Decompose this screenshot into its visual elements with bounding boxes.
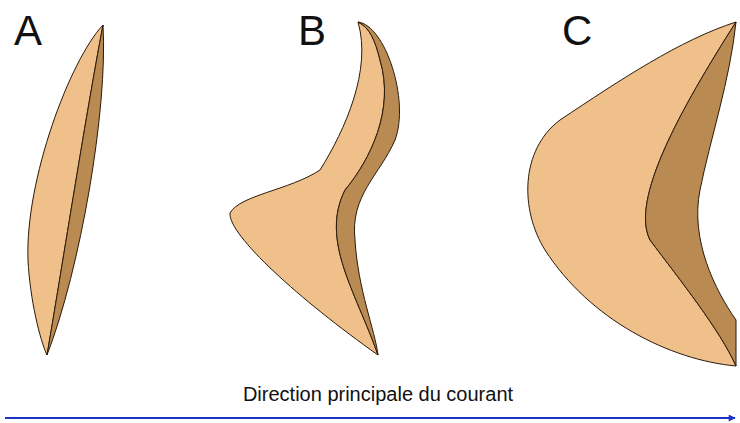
dune-letter: C [562, 10, 592, 52]
current-arrow [5, 417, 735, 419]
dune-letter: B [298, 10, 326, 52]
dune-slope [336, 22, 399, 355]
current-caption: Direction principale du courant [243, 384, 513, 404]
dune-slope [646, 22, 736, 366]
dune-face [28, 25, 103, 355]
dune-slope [47, 25, 104, 355]
dune-letter: A [14, 10, 42, 52]
dune-face [528, 22, 736, 366]
